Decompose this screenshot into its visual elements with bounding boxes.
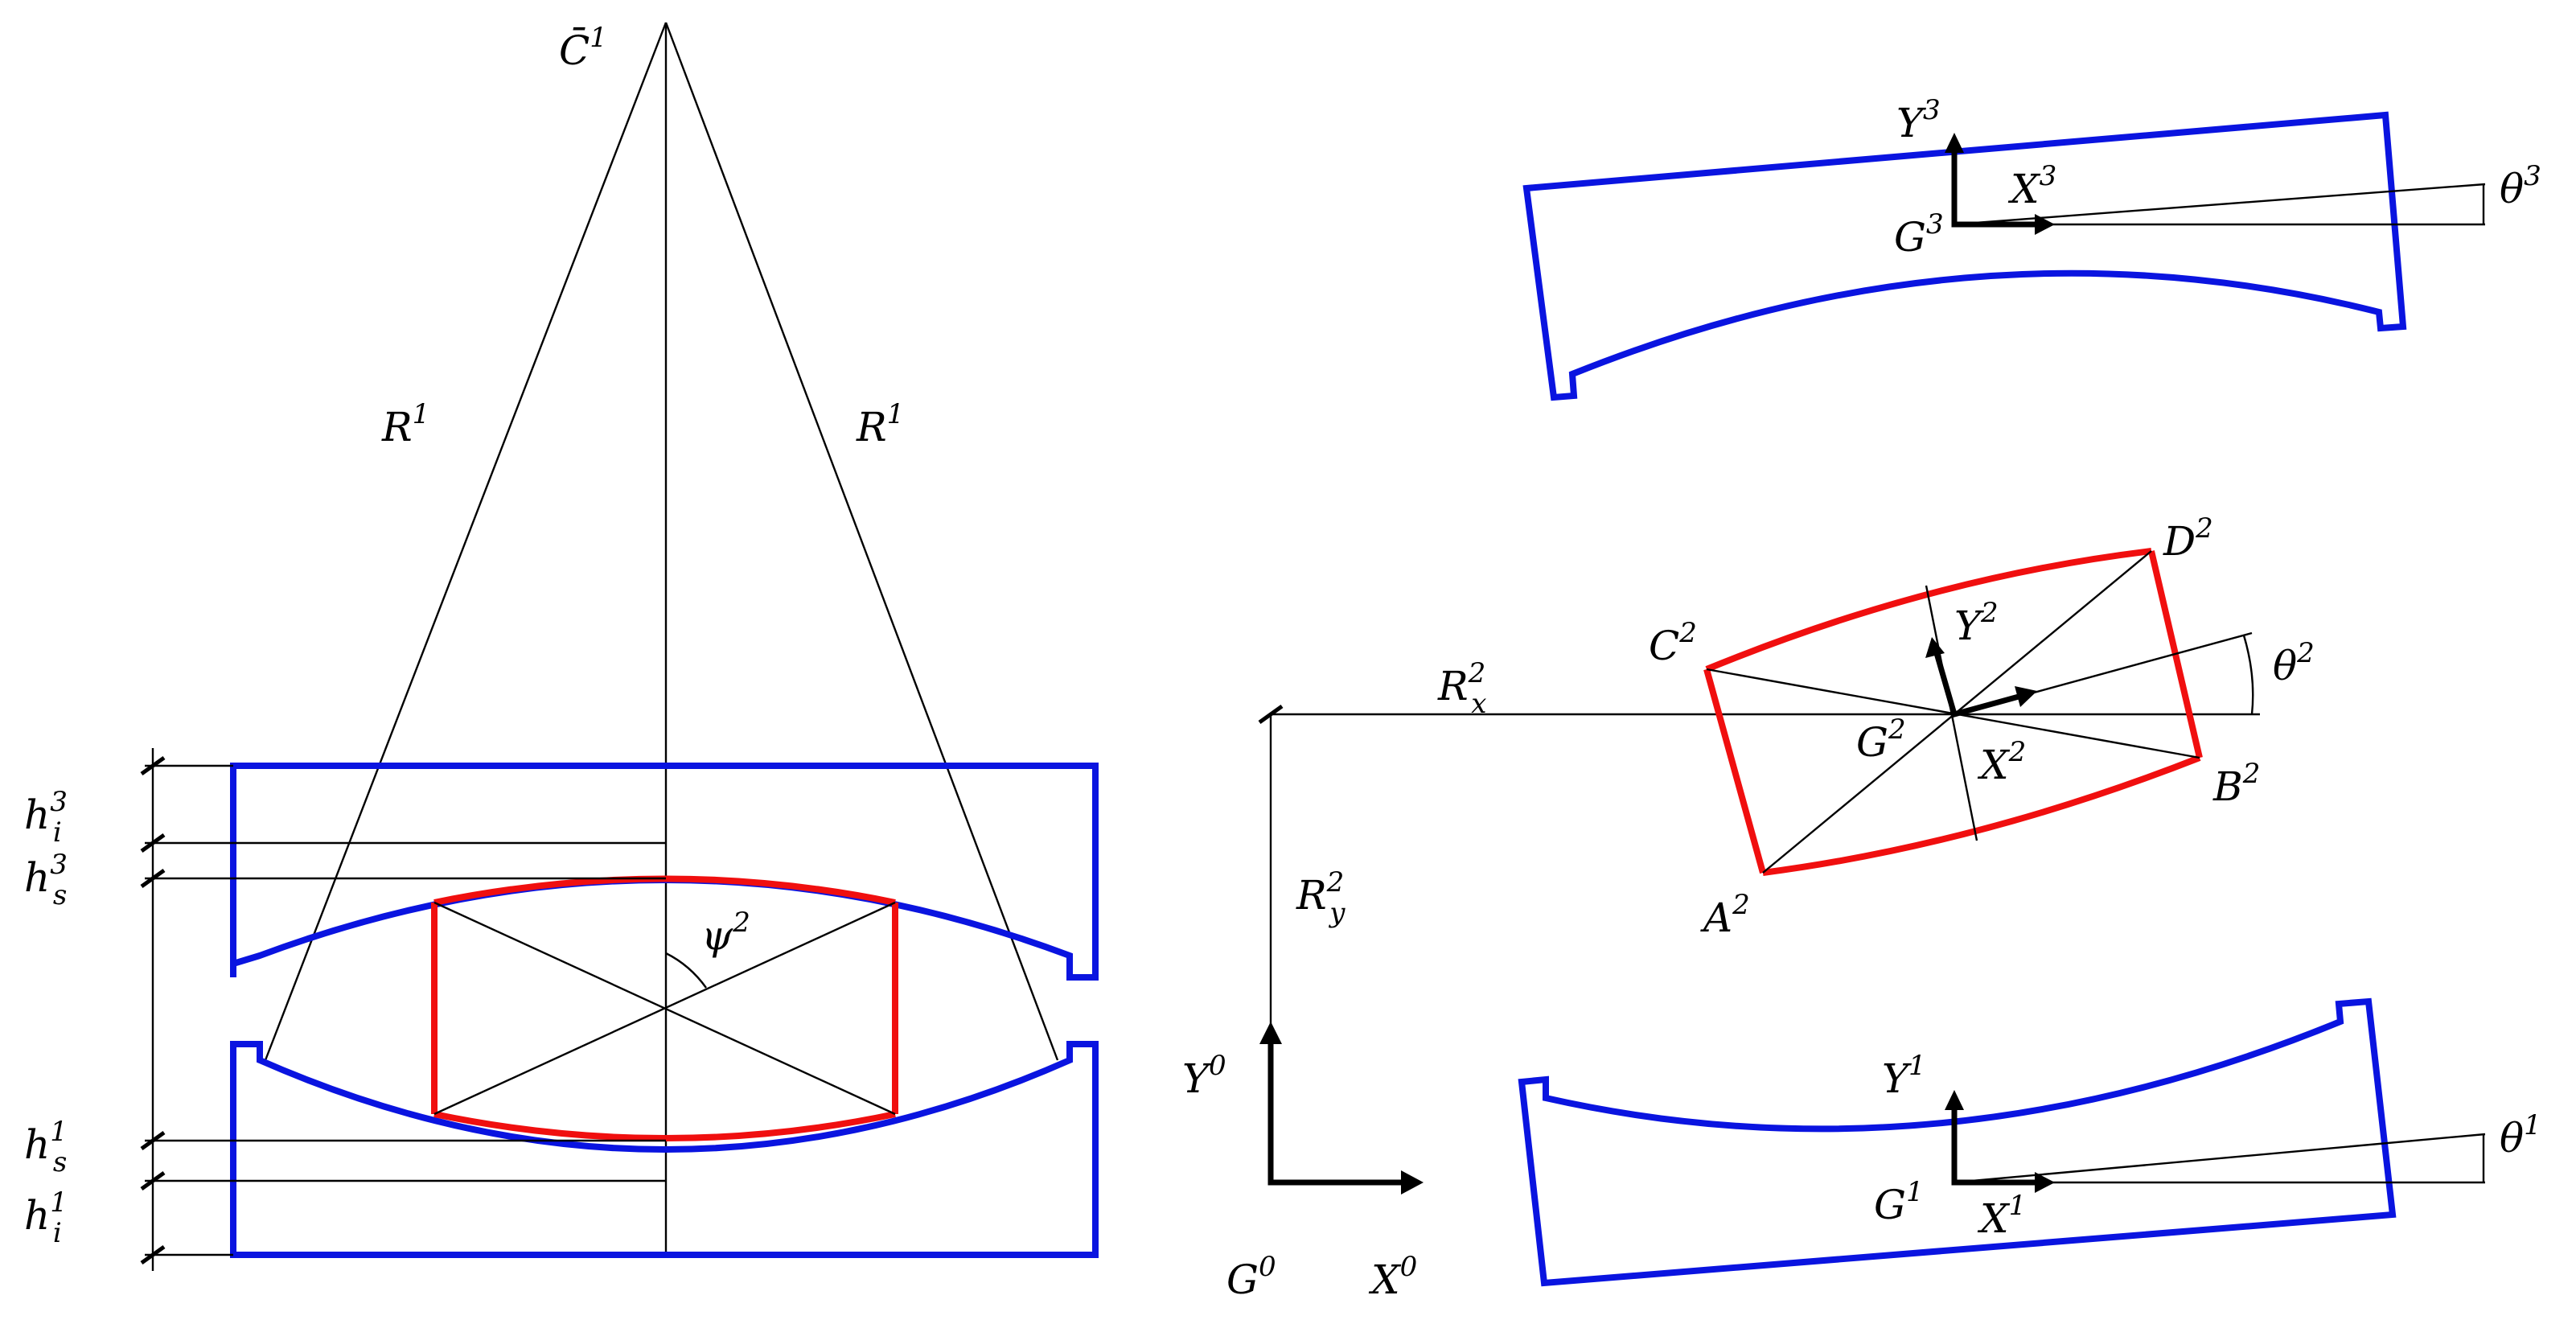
g3-label: G3 <box>1894 208 1944 261</box>
element-2-top-arc <box>1705 548 2152 672</box>
block-3 <box>1522 111 2407 401</box>
psi-label: ψ2 <box>701 907 750 959</box>
frame-1 <box>1945 1090 2486 1193</box>
x1-label: X1 <box>1977 1190 2026 1242</box>
radius-label-right: R1 <box>856 398 904 450</box>
global-frame <box>1258 704 2260 1195</box>
x2-label: X2 <box>1977 736 2026 788</box>
theta3-label: θ3 <box>2500 160 2541 212</box>
lower-block <box>230 1041 1099 1258</box>
g2-label: G2 <box>1856 713 1906 766</box>
x0-arrow <box>1401 1170 1424 1195</box>
theta2-label: θ2 <box>2273 637 2315 689</box>
block-1 <box>1518 997 2397 1287</box>
psi-angle-arc <box>665 952 707 989</box>
y0-arrow <box>1259 1022 1282 1044</box>
x3-label: X3 <box>2007 160 2056 212</box>
element-diagonal-2 <box>433 901 896 1116</box>
element-2-left-edge <box>1703 668 1766 874</box>
element-2-bottom-arc <box>1762 755 2201 876</box>
x0-label: X0 <box>1368 1251 1417 1303</box>
radius-line-right <box>664 22 1059 1061</box>
y1-label: Y1 <box>1882 1050 1926 1102</box>
y0-label: Y0 <box>1182 1050 1226 1102</box>
a2-label: A2 <box>1700 889 1750 941</box>
element-2 <box>1703 548 2254 876</box>
y3-label: Y3 <box>1896 94 1941 146</box>
y2-label: Y2 <box>1954 597 1999 649</box>
theta1-label: θ1 <box>2500 1109 2541 1162</box>
radius-line-left <box>264 22 668 1061</box>
b2-label: B2 <box>2212 758 2260 810</box>
x0-axis <box>1267 1039 1403 1186</box>
upper-block <box>230 763 1099 981</box>
apex-label: C̄1 <box>559 22 607 74</box>
c2-label: C2 <box>1649 617 1697 669</box>
g1-label: G1 <box>1874 1176 1924 1228</box>
center-element <box>431 875 898 1141</box>
d2-label: D2 <box>2163 512 2213 565</box>
radius-label-left: R1 <box>381 398 429 450</box>
g0-label: G0 <box>1226 1251 1276 1303</box>
element-bottom-arc <box>433 1111 896 1141</box>
dimension-lines <box>140 748 666 1271</box>
frame-3 <box>1945 133 2486 235</box>
